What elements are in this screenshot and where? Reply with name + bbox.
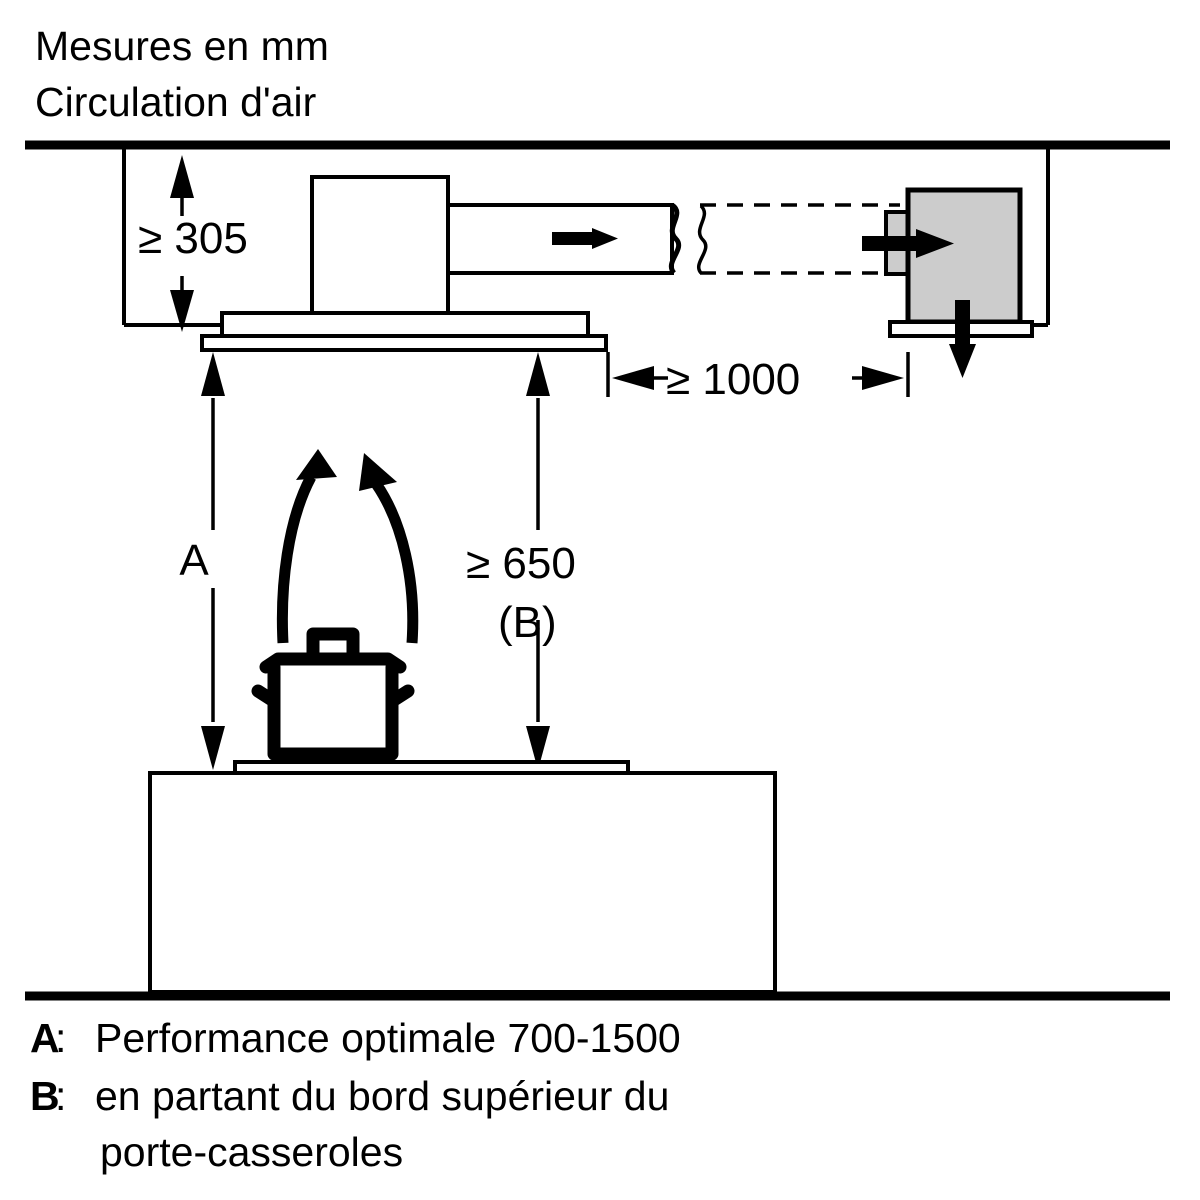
legend-text-b-line-2: porte-casseroles [100, 1129, 403, 1175]
hood-motor-housing [310, 175, 450, 315]
dimension-label-305: ≥ 305 [138, 214, 248, 263]
right-arrow-icon-motor [862, 229, 954, 258]
legend: A : Performance optimale 700-1500 B : en… [30, 1015, 681, 1175]
down-arrow-icon-motor [949, 300, 976, 378]
legend-text-b-line-1: en partant du bord supérieur du [95, 1073, 669, 1119]
steam-arrow-icon-left [276, 449, 337, 644]
duct-dashed-section [697, 203, 900, 275]
steam-arrow-icon-right [359, 453, 419, 644]
hood-base-plate [200, 311, 608, 352]
dimension-duct-run: ≥ 1000 [606, 352, 910, 404]
dimension-hood-to-hob: ≥ 650 (B) [466, 352, 576, 770]
break-symbol-icon [669, 202, 681, 275]
legend-key-a: A [30, 1015, 60, 1061]
legend-sep-b: : [55, 1073, 66, 1119]
break-symbol-icon-dashed [697, 204, 708, 275]
pot-icon [251, 627, 415, 761]
dimension-height-above-hood: ≥ 305 [138, 155, 248, 332]
legend-sep-a: : [55, 1015, 66, 1061]
dimension-a: A [179, 352, 225, 770]
title-line-2: Circulation d'air [35, 79, 316, 125]
dimension-label-1000: ≥ 1000 [666, 355, 800, 404]
dimension-label-a: A [179, 536, 209, 585]
external-motor-unit [884, 187, 1034, 338]
base-cabinet [148, 771, 777, 994]
dimension-label-650: ≥ 650 [466, 539, 576, 588]
dimension-label-650-ref: (B) [498, 598, 557, 647]
title-line-1: Mesures en mm [35, 23, 329, 69]
legend-key-b: B [30, 1073, 60, 1119]
right-arrow-icon [552, 228, 618, 249]
legend-text-a: Performance optimale 700-1500 [95, 1015, 681, 1061]
